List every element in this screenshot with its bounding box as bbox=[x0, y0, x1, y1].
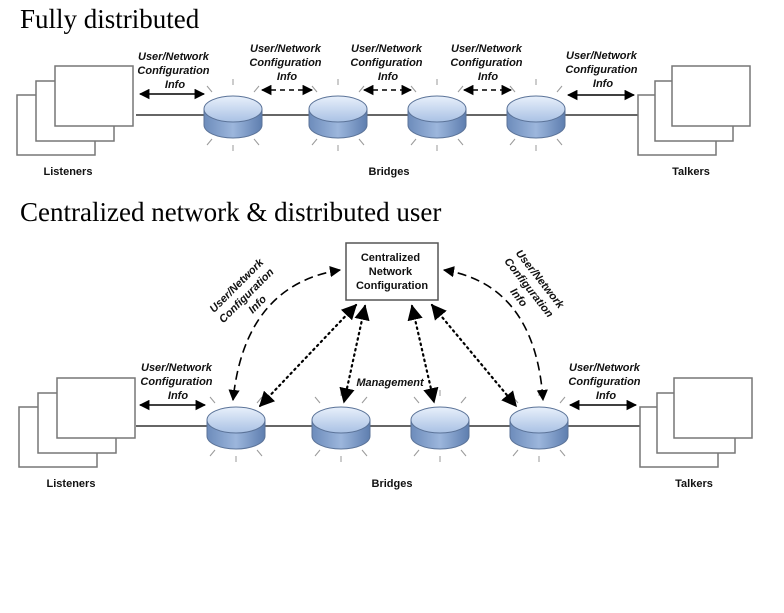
talker-screen bbox=[671, 65, 751, 127]
talkers-label: Talkers bbox=[672, 166, 710, 178]
bridges-label: Bridges bbox=[372, 478, 413, 490]
listener-screen bbox=[56, 377, 136, 439]
management-arrow bbox=[407, 304, 439, 404]
bridge bbox=[203, 79, 263, 151]
listeners-stack bbox=[16, 65, 134, 156]
central-config-label: Centralized Network Configuration bbox=[356, 252, 428, 292]
info-label: User/Network Configuration Info bbox=[565, 50, 640, 90]
info-label: User/Network Configuration Info bbox=[568, 362, 643, 402]
info-label: User/Network Configuration Info bbox=[137, 51, 212, 91]
section1-title: Fully distributed bbox=[20, 4, 200, 34]
talkers-label: Talkers bbox=[675, 478, 713, 490]
listeners-label: Listeners bbox=[44, 166, 93, 178]
management-arrow bbox=[258, 303, 358, 408]
central-config-box bbox=[345, 242, 439, 301]
management-arrow bbox=[339, 304, 370, 404]
bridge bbox=[308, 79, 368, 151]
info-label: User/Network Configuration Info bbox=[249, 43, 324, 83]
bridge bbox=[506, 79, 566, 151]
bridges-label: Bridges bbox=[369, 166, 410, 178]
management-label: Management bbox=[356, 377, 425, 389]
bridge bbox=[509, 390, 569, 462]
info-label: User/Network Configuration Info bbox=[350, 43, 425, 83]
bridge bbox=[407, 79, 467, 151]
right-config-arrow bbox=[442, 266, 548, 402]
listeners-stack bbox=[18, 377, 136, 468]
info-label: User/Network Configuration Info bbox=[450, 43, 525, 83]
right-diagonal-label: User/Network Configuration Info bbox=[490, 247, 568, 331]
talker-screen bbox=[673, 377, 753, 439]
bridge bbox=[206, 390, 266, 462]
info-label: User/Network Configuration Info bbox=[140, 362, 215, 402]
bridge bbox=[311, 390, 371, 462]
management-arrow bbox=[430, 303, 518, 408]
listener-screen bbox=[54, 65, 134, 127]
section2-title: Centralized network & distributed user bbox=[20, 197, 441, 227]
talkers-stack bbox=[639, 377, 753, 468]
talkers-stack bbox=[637, 65, 751, 156]
listeners-label: Listeners bbox=[47, 478, 96, 490]
bridge bbox=[410, 390, 470, 462]
left-diagonal-label: User/Network Configuration Info bbox=[207, 254, 288, 335]
